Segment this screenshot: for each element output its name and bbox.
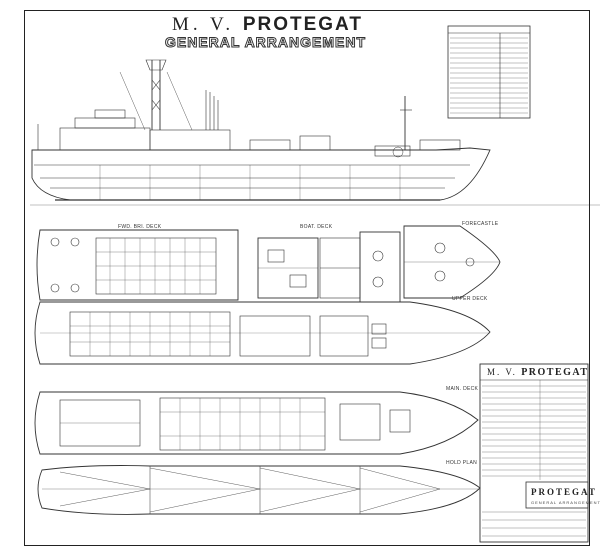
label-upper-deck: UPPER DECK — [452, 296, 488, 302]
stamp-subtitle: GENERAL ARRANGEMENT — [531, 500, 601, 505]
profile-view — [30, 59, 600, 206]
title-block — [479, 363, 589, 543]
label-hold-plan: HOLD PLAN — [446, 460, 478, 466]
title-block-prefix: M. V. — [487, 367, 517, 377]
drawing-subtitle: GENERAL ARRANGEMENT — [164, 34, 367, 51]
stamp-vessel-name: PROTEGAT — [531, 487, 597, 497]
plan-hold — [37, 465, 481, 515]
plan-forecastle — [403, 225, 501, 299]
drawing-border — [24, 10, 590, 546]
title-block-name: PROTEGAT — [521, 367, 589, 378]
title-block-vessel: M. V. PROTEGAT — [487, 367, 589, 378]
label-fwd-bri-deck: FWD. BRI. DECK — [118, 224, 162, 230]
particulars-table — [447, 25, 531, 119]
plan-main-deck — [34, 391, 479, 455]
label-boat-deck: BOAT. DECK — [300, 224, 333, 230]
drawing-title: M. V. PROTEGAT — [172, 14, 363, 36]
title-vessel-name: PROTEGAT — [242, 14, 363, 35]
title-prefix: M. V. — [172, 14, 235, 35]
label-forecastle: FORECASTLE — [462, 221, 499, 227]
plan-upper-deck — [34, 301, 491, 365]
plan-fwd-bri-deck — [36, 229, 239, 301]
label-main-deck: MAIN. DECK — [446, 386, 479, 392]
plan-boat-deck — [257, 231, 401, 303]
